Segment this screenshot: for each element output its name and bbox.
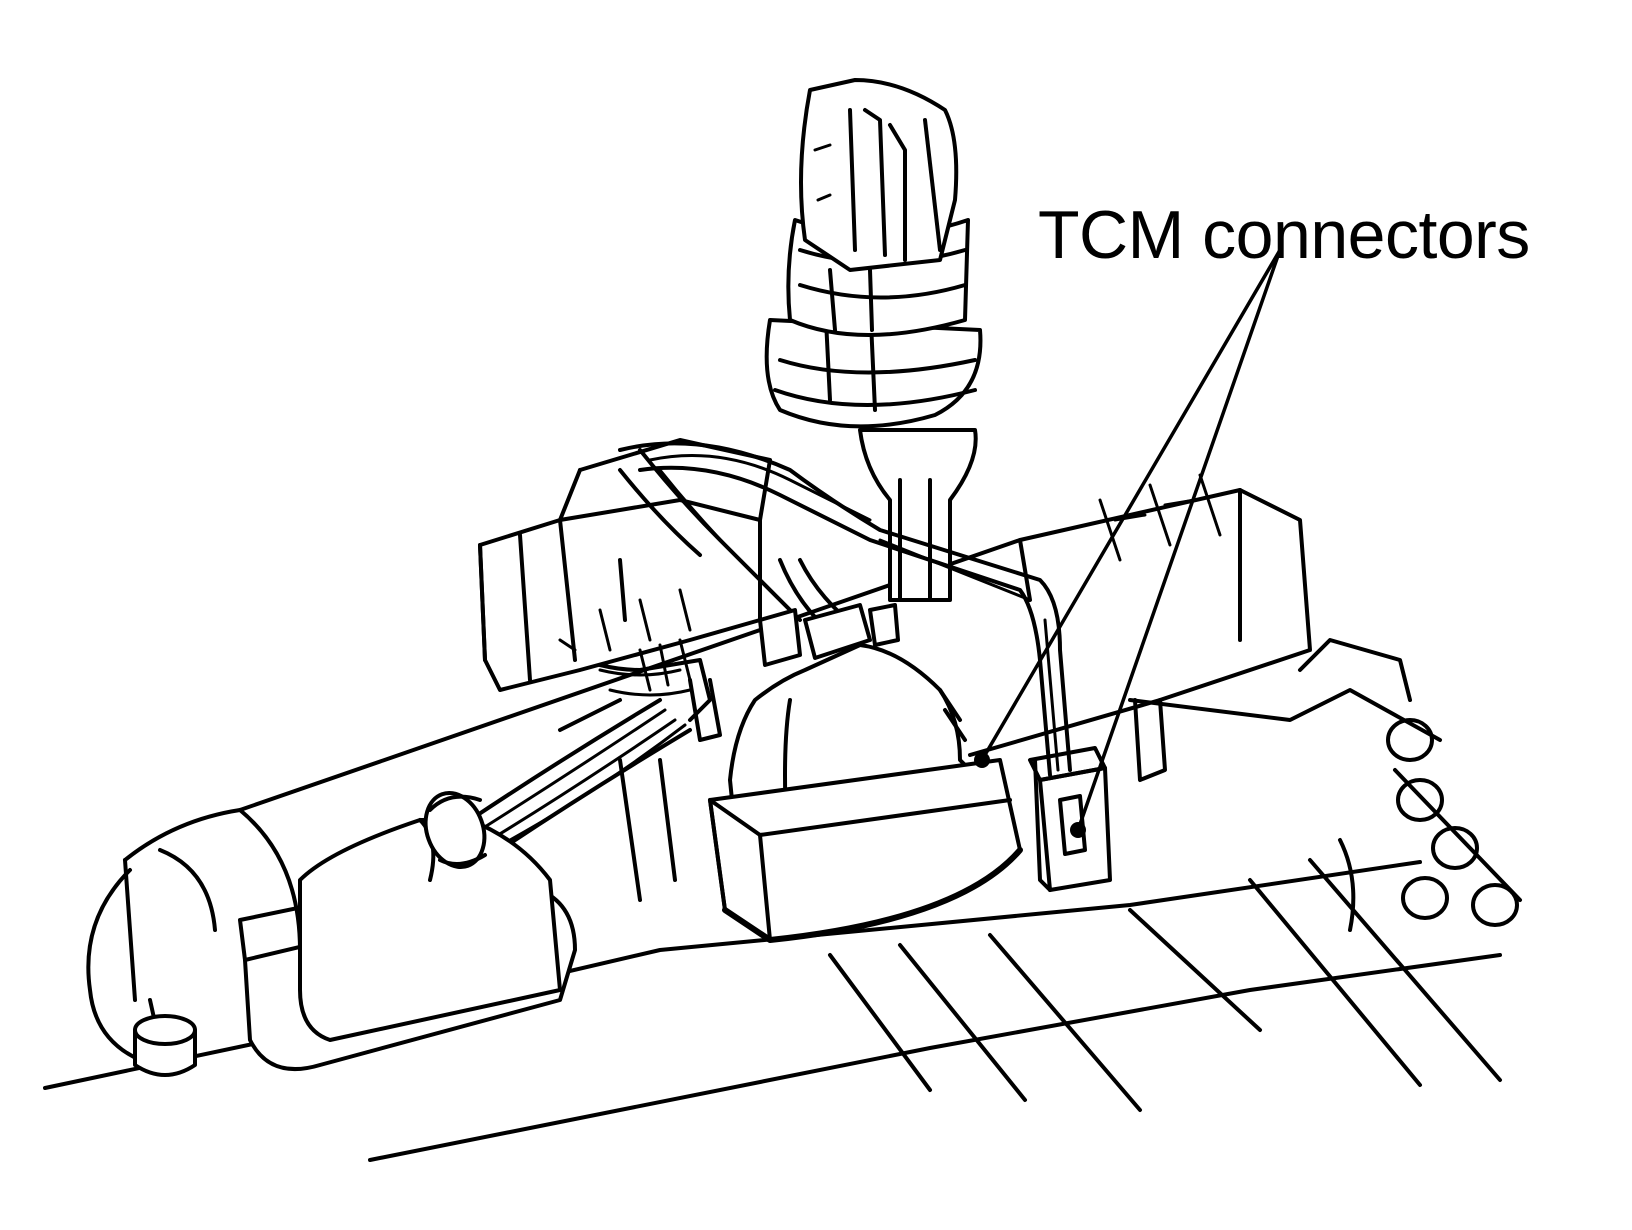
callout-leaders	[974, 248, 1282, 838]
bolt-holes	[1386, 718, 1519, 927]
leader-line-small	[1076, 248, 1282, 832]
harness-clip	[758, 603, 900, 667]
leader-dot-small	[1070, 822, 1086, 838]
callout-label: TCM connectors	[1038, 197, 1530, 273]
sensor-post	[764, 78, 983, 602]
leader-line-large	[980, 248, 1282, 762]
connector-plug-left	[238, 791, 577, 1072]
tcm-connector-large	[708, 643, 1023, 943]
leader-dot-large	[974, 752, 990, 768]
case-bolt	[133, 1014, 197, 1077]
wire-harness-left	[468, 638, 722, 852]
transmission-case	[43, 638, 1522, 1162]
wire-harness-right	[618, 441, 1072, 777]
